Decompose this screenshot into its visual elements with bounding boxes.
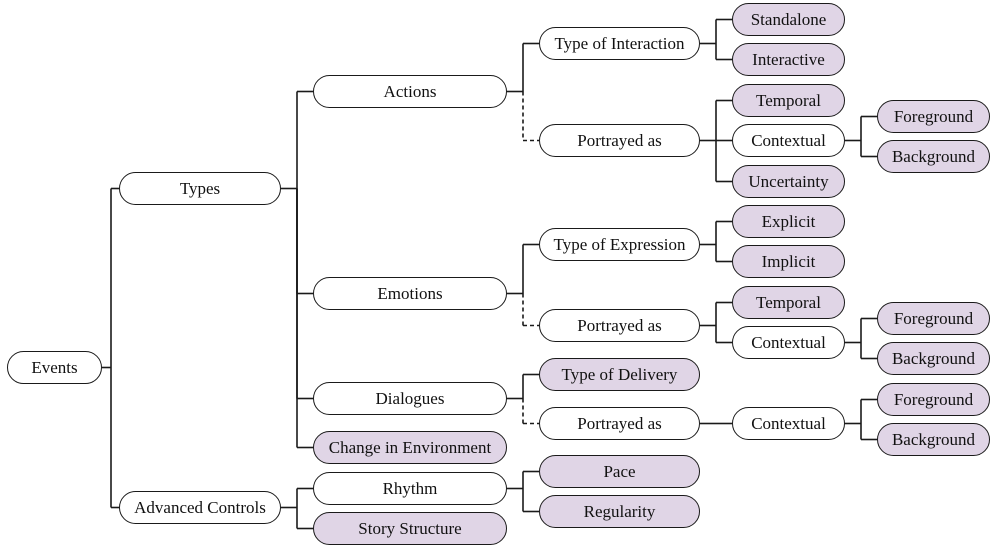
node-type-of-interaction: Type of Interaction	[539, 27, 700, 60]
node-temporal: Temporal	[732, 84, 845, 117]
node-portrayed-as: Portrayed as	[539, 407, 700, 440]
node-contextual: Contextual	[732, 407, 845, 440]
node-rhythm: Rhythm	[313, 472, 507, 505]
node-types: Types	[119, 172, 281, 205]
node-portrayed-as: Portrayed as	[539, 124, 700, 157]
node-pace: Pace	[539, 455, 700, 488]
node-foreground: Foreground	[877, 302, 990, 335]
node-type-of-expression: Type of Expression	[539, 228, 700, 261]
node-events: Events	[7, 351, 102, 384]
node-portrayed-as: Portrayed as	[539, 309, 700, 342]
node-change-in-environment: Change in Environment	[313, 431, 507, 464]
node-background: Background	[877, 423, 990, 456]
node-standalone: Standalone	[732, 3, 845, 36]
node-foreground: Foreground	[877, 383, 990, 416]
node-implicit: Implicit	[732, 245, 845, 278]
node-regularity: Regularity	[539, 495, 700, 528]
node-background: Background	[877, 342, 990, 375]
node-advanced-controls: Advanced Controls	[119, 491, 281, 524]
node-actions: Actions	[313, 75, 507, 108]
node-contextual: Contextual	[732, 124, 845, 157]
node-dialogues: Dialogues	[313, 382, 507, 415]
node-story-structure: Story Structure	[313, 512, 507, 545]
node-explicit: Explicit	[732, 205, 845, 238]
node-background: Background	[877, 140, 990, 173]
node-foreground: Foreground	[877, 100, 990, 133]
node-temporal: Temporal	[732, 286, 845, 319]
node-emotions: Emotions	[313, 277, 507, 310]
node-contextual: Contextual	[732, 326, 845, 359]
node-interactive: Interactive	[732, 43, 845, 76]
node-uncertainty: Uncertainty	[732, 165, 845, 198]
node-type-of-delivery: Type of Delivery	[539, 358, 700, 391]
